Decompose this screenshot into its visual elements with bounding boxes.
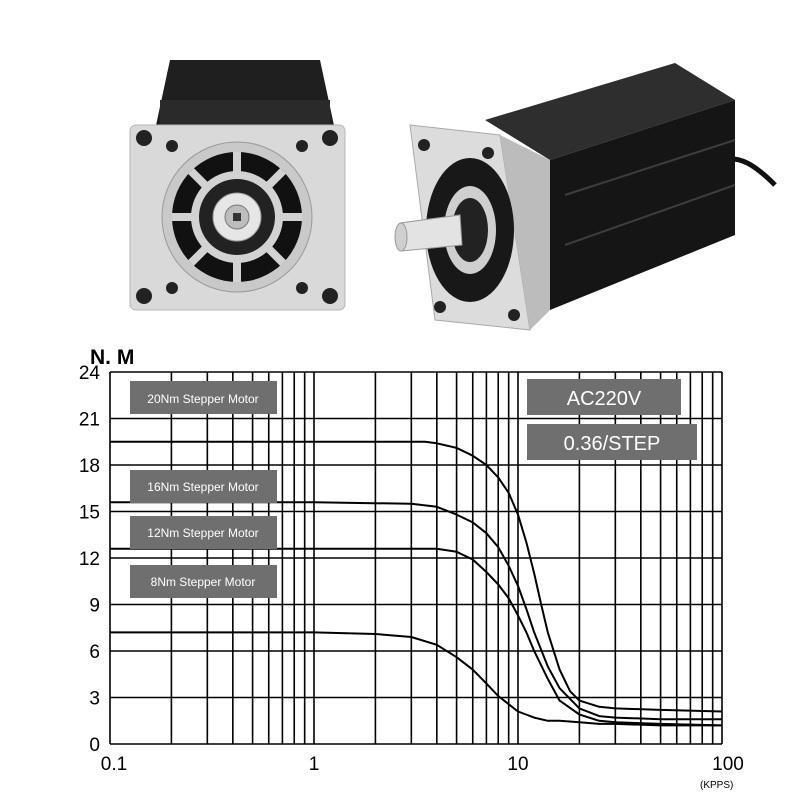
series-line-1 [110,501,722,721]
x-tick-label: 1 [309,754,320,775]
y-tick-label: 0 [89,735,100,756]
series-label-16nm: 16Nm Stepper Motor [147,480,258,494]
series-label-8nm: 8Nm Stepper Motor [151,575,256,589]
x-tick-label: 0.1 [101,754,127,775]
chart-curves [110,440,723,727]
x-tick-label: 10 [507,754,528,775]
series-line-2 [110,547,723,727]
series-label-12nm: 12Nm Stepper Motor [147,526,258,540]
y-tick-label: 6 [89,642,100,663]
x-tick-label: 100 [712,754,744,775]
y-tick-label: 24 [79,363,101,384]
step-angle-box [527,424,697,460]
voltage-box [527,379,681,415]
step-angle-label: 0.36/STEP [564,433,661,455]
y-tick-label: 12 [79,549,100,570]
y-tick-label: 18 [79,456,100,477]
series-label-box-20nm [130,381,277,414]
series-label-box-16nm [130,470,277,503]
x-tick-labels: 0.1 1 10 100 [101,754,744,775]
y-tick-labels: 0 3 6 9 12 15 18 21 24 [79,363,101,756]
series-label-box-12nm [130,516,277,549]
stepper-motor-side-image [394,63,777,331]
y-tick-label: 21 [79,410,100,431]
y-tick-label: 9 [89,596,100,617]
y-tick-label: 15 [79,503,100,524]
y-tick-label: 3 [89,689,100,710]
series-line-0 [110,440,723,713]
voltage-label: AC220V [567,388,642,410]
series-label-20nm: 20Nm Stepper Motor [147,392,258,406]
series-label-box-8nm [130,565,277,598]
stepper-motor-front-image [129,60,346,311]
series-line-3 [110,631,722,727]
y-axis-label: N. M [90,346,134,369]
x-axis-unit: (KPPS) [700,780,733,791]
